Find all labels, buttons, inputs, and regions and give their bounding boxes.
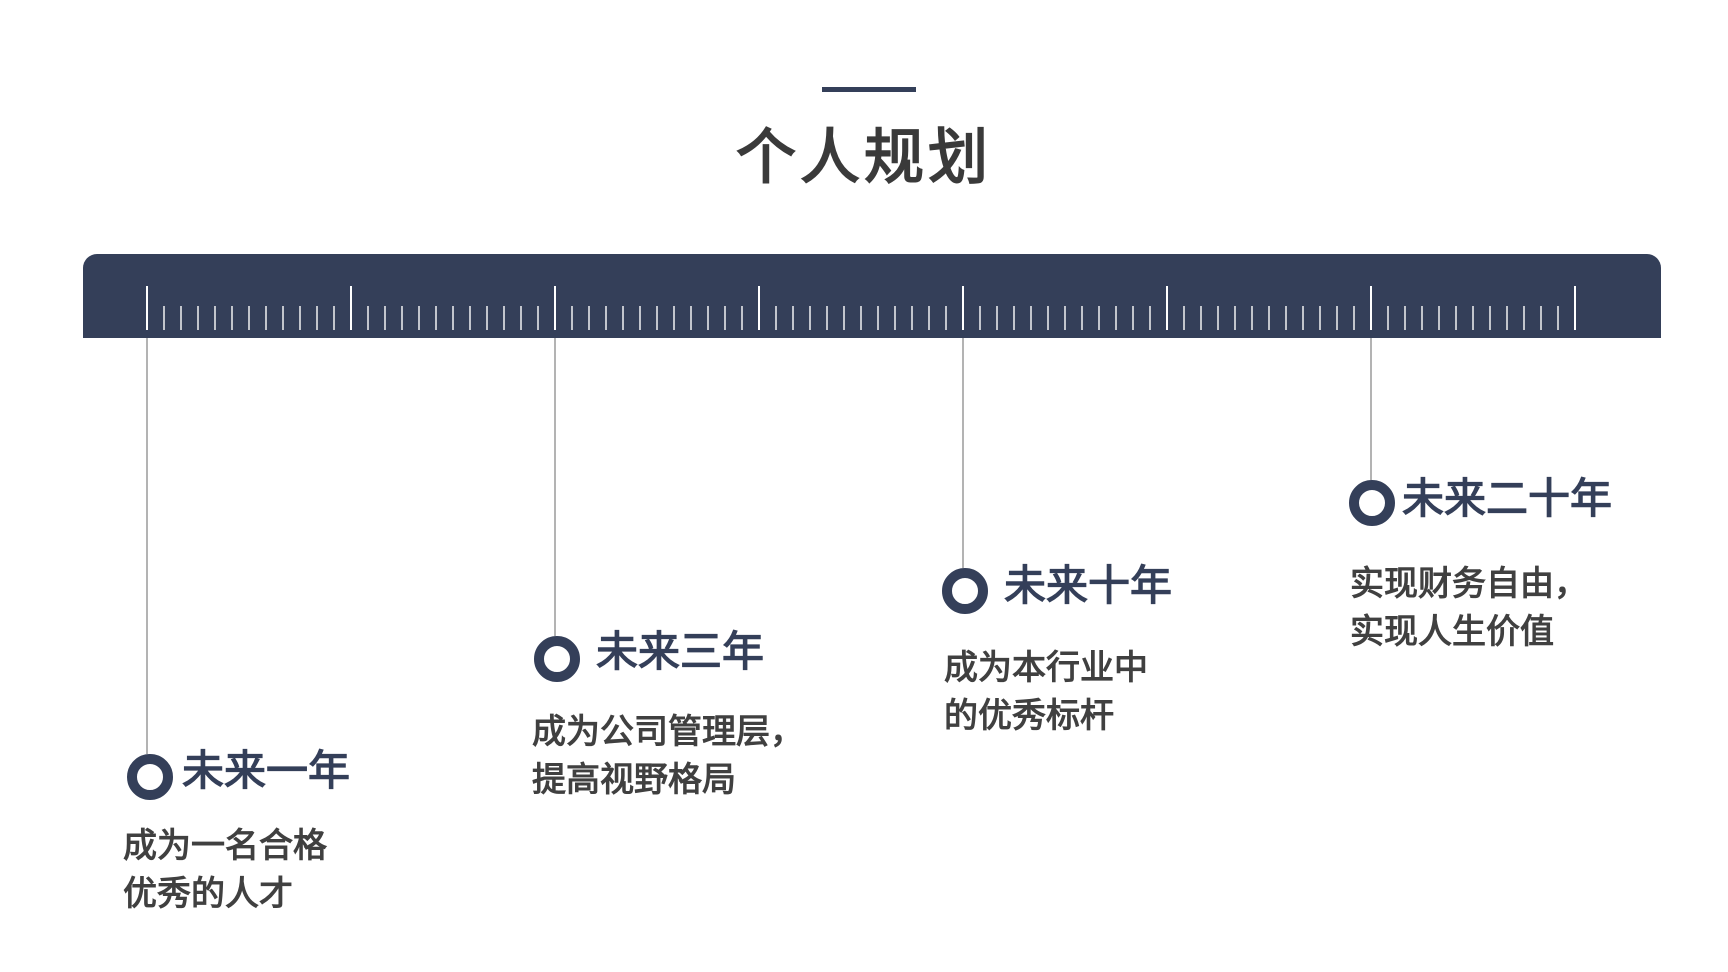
milestone-marker-icon	[942, 568, 988, 614]
milestone-title: 未来一年	[182, 746, 351, 795]
ruler-ticks	[146, 286, 1576, 330]
milestone-marker-icon	[534, 636, 580, 682]
milestone-marker-icon	[127, 754, 173, 800]
milestone-title: 未来三年	[596, 627, 765, 676]
milestone-desc-line1: 实现财务自由，	[1350, 564, 1588, 604]
milestone-desc-line1: 成为一名合格	[123, 826, 327, 866]
milestone-desc-line2: 优秀的人才	[123, 874, 293, 914]
milestone-desc-line2: 提高视野格局	[532, 760, 736, 800]
milestone-marker-icon	[1349, 480, 1395, 526]
milestone-title: 未来二十年	[1402, 474, 1613, 523]
milestone-desc-line1: 成为本行业中	[944, 648, 1148, 688]
title-accent-bar	[822, 87, 916, 92]
page-title: 个人规划	[736, 123, 992, 193]
milestone-desc-line2: 实现人生价值	[1350, 612, 1554, 652]
milestone-desc-line1: 成为公司管理层，	[532, 712, 804, 752]
milestone-desc-line2: 的优秀标杆	[944, 696, 1114, 736]
milestone-title: 未来十年	[1004, 561, 1173, 610]
timeline-ruler	[83, 254, 1661, 338]
